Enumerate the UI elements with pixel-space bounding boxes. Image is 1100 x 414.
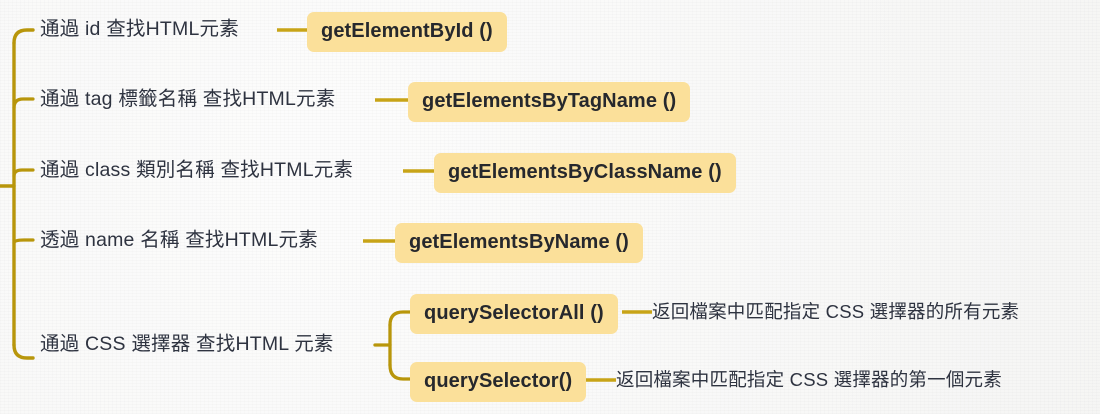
branch-label-css-selector: 通過 CSS 選擇器 查找HTML 元素	[40, 333, 334, 355]
method-chip-getElementsByTagName[interactable]: getElementsByTagName ()	[408, 82, 691, 122]
method-chip-querySelectorAll[interactable]: querySelectorAll ()	[410, 294, 618, 334]
branch-label-class: 通過 class 類別名稱 查找HTML元素	[40, 159, 354, 181]
branch-label-tag: 通過 tag 標籤名稱 查找HTML元素	[40, 88, 336, 110]
method-chip-getElementById[interactable]: getElementById ()	[307, 12, 507, 52]
method-chip-getElementsByName[interactable]: getElementsByName ()	[395, 223, 643, 263]
branch-label-id: 通過 id 查找HTML元素	[40, 18, 239, 40]
method-chip-querySelector[interactable]: querySelector()	[410, 362, 587, 402]
branch-label-name: 透過 name 名稱 查找HTML元素	[40, 229, 318, 251]
method-chip-getElementsByClassName[interactable]: getElementsByClassName ()	[434, 153, 736, 193]
description-querySelectorAll: 返回檔案中匹配指定 CSS 選擇器的所有元素	[652, 301, 1020, 322]
description-querySelector: 返回檔案中匹配指定 CSS 選擇器的第一個元素	[616, 369, 1002, 390]
